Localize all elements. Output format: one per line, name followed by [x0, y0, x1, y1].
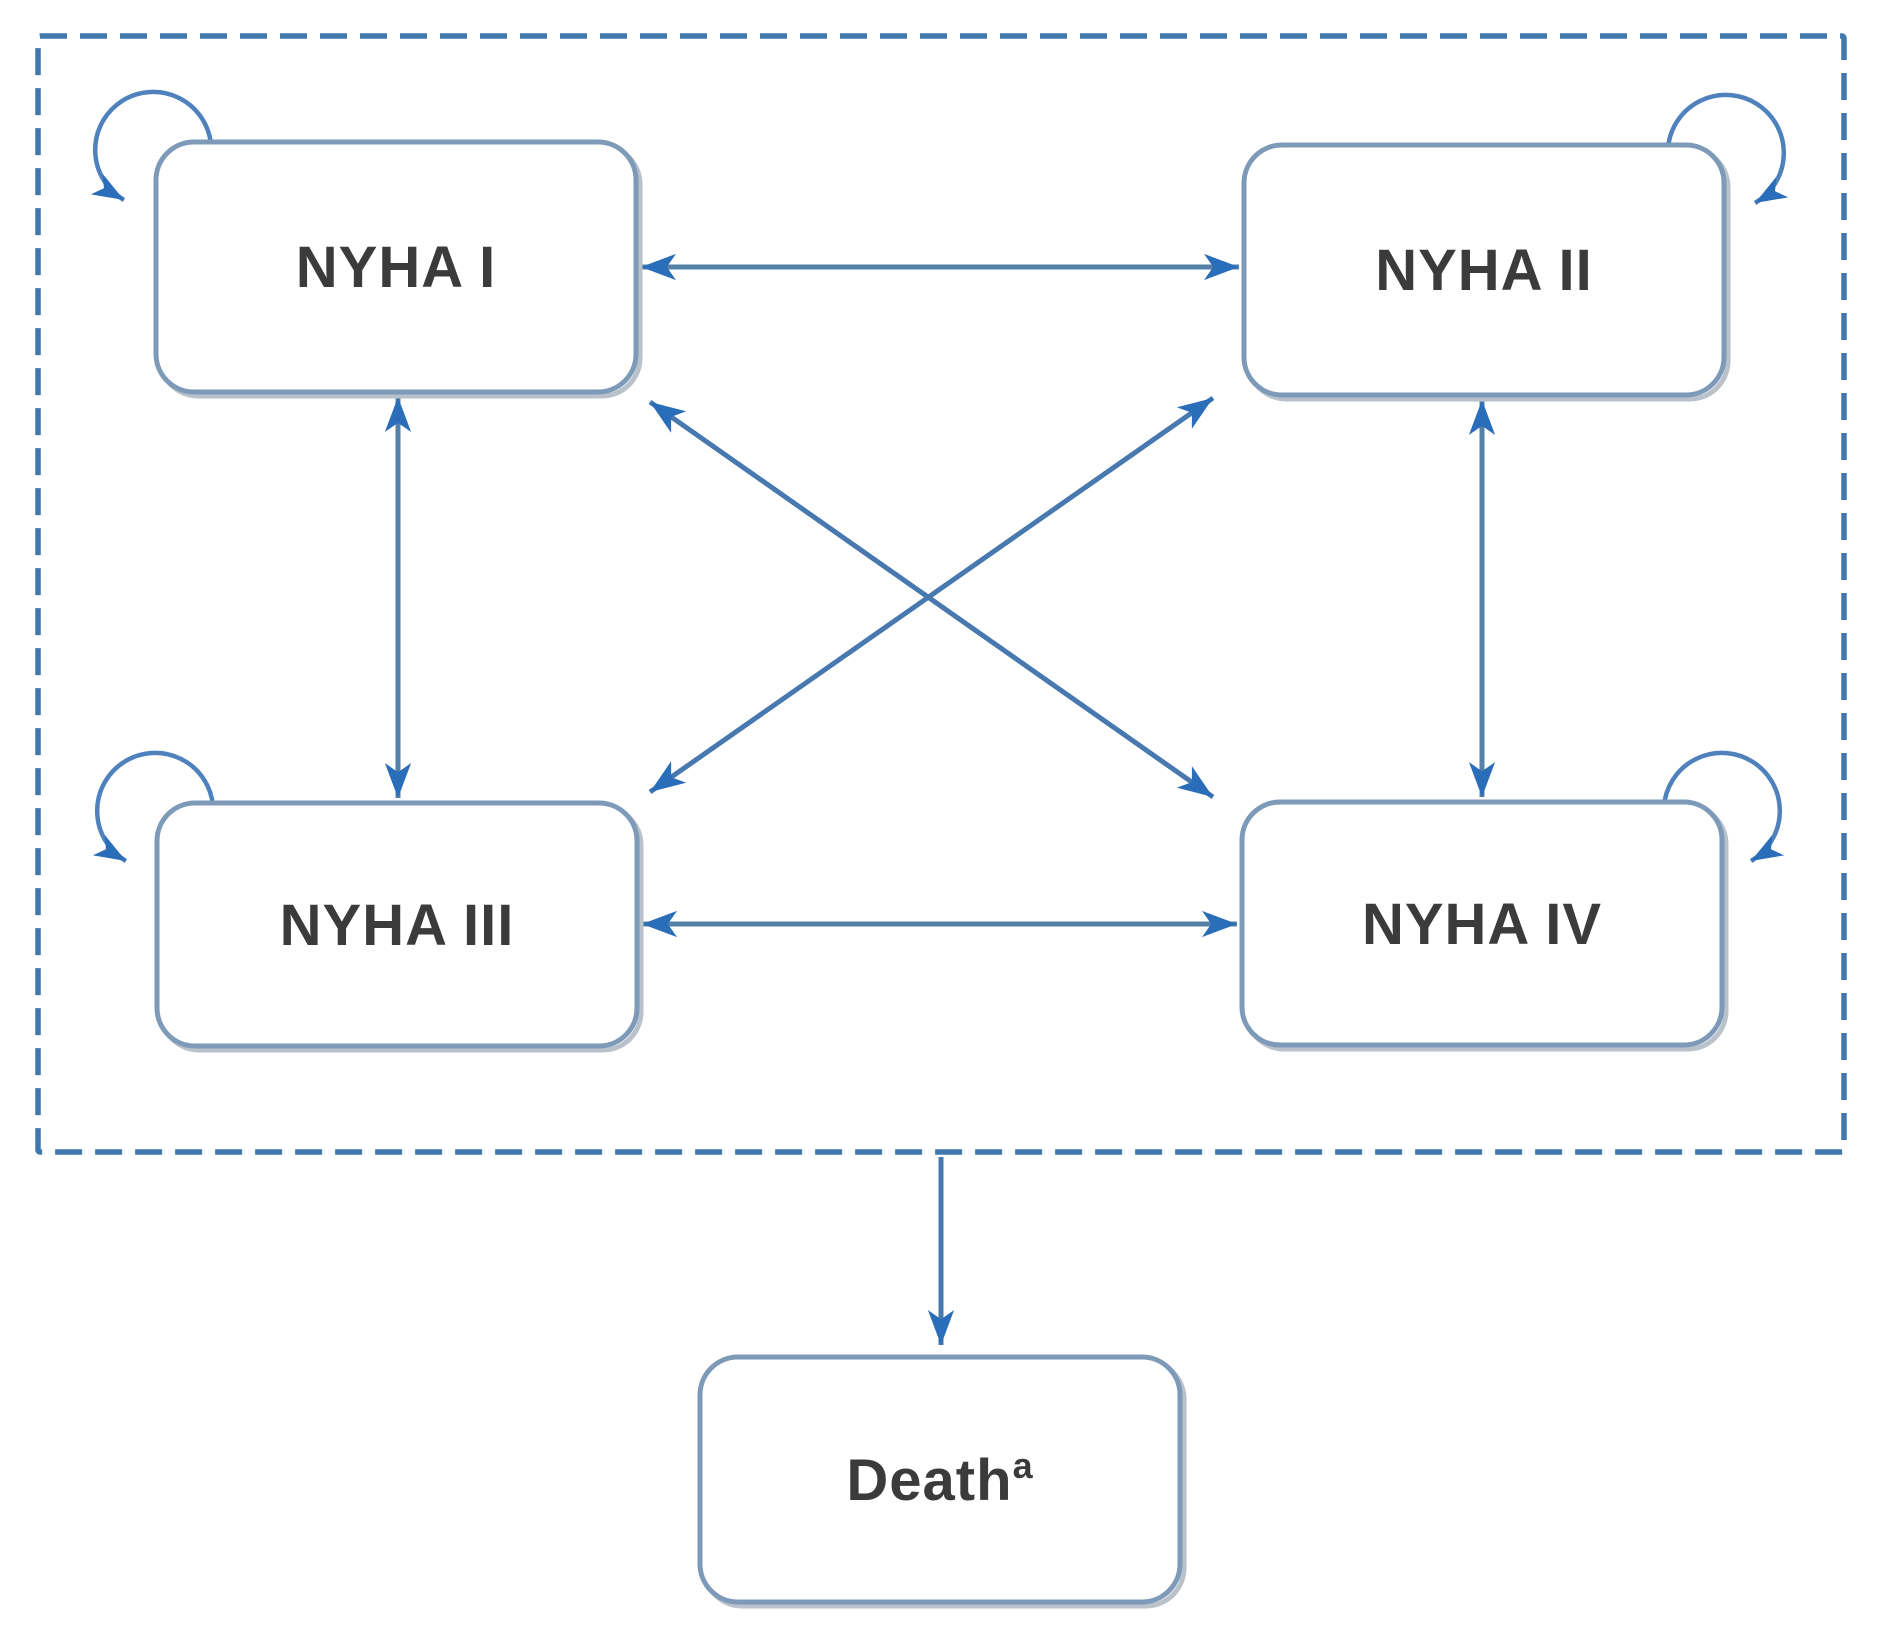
- self-loop-arrow-nyha-iv: [1661, 750, 1785, 863]
- state-label-death: Deatha: [846, 1445, 1033, 1513]
- state-nyha-iv: NYHA IV: [1239, 799, 1729, 1052]
- state-label-nyha-ii: NYHA II: [1375, 238, 1593, 303]
- model-boundary-dashed-box: [35, 33, 1847, 1155]
- state-nyha-ii: NYHA II: [1241, 142, 1731, 402]
- state-nyha-iii: NYHA III: [154, 800, 644, 1053]
- death-label-text: Death: [846, 1448, 1012, 1513]
- self-loop-arrow-nyha-ii: [1665, 92, 1789, 205]
- transition-arrow-nyha-i-nyha-iv: [648, 399, 1215, 800]
- state-nyha-i: NYHA I: [153, 139, 643, 399]
- state-box-nyha-ii: [1241, 142, 1727, 398]
- state-death: Deatha: [697, 1354, 1187, 1609]
- state-label-nyha-i: NYHA I: [296, 235, 496, 300]
- state-label-nyha-iv: NYHA IV: [1362, 892, 1602, 957]
- transition-arrow-nyha-ii-nyha-iii: [648, 395, 1215, 795]
- self-loop-arrow-nyha-iii: [92, 750, 216, 863]
- state-box-nyha-iii: [154, 800, 640, 1049]
- state-label-nyha-iii: NYHA III: [280, 893, 515, 958]
- state-box-death: [697, 1354, 1183, 1605]
- state-box-nyha-i: [153, 139, 639, 395]
- death-label-superscript: a: [1013, 1445, 1034, 1486]
- self-loop-arrow-nyha-i: [90, 89, 214, 202]
- state-box-nyha-iv: [1239, 799, 1725, 1048]
